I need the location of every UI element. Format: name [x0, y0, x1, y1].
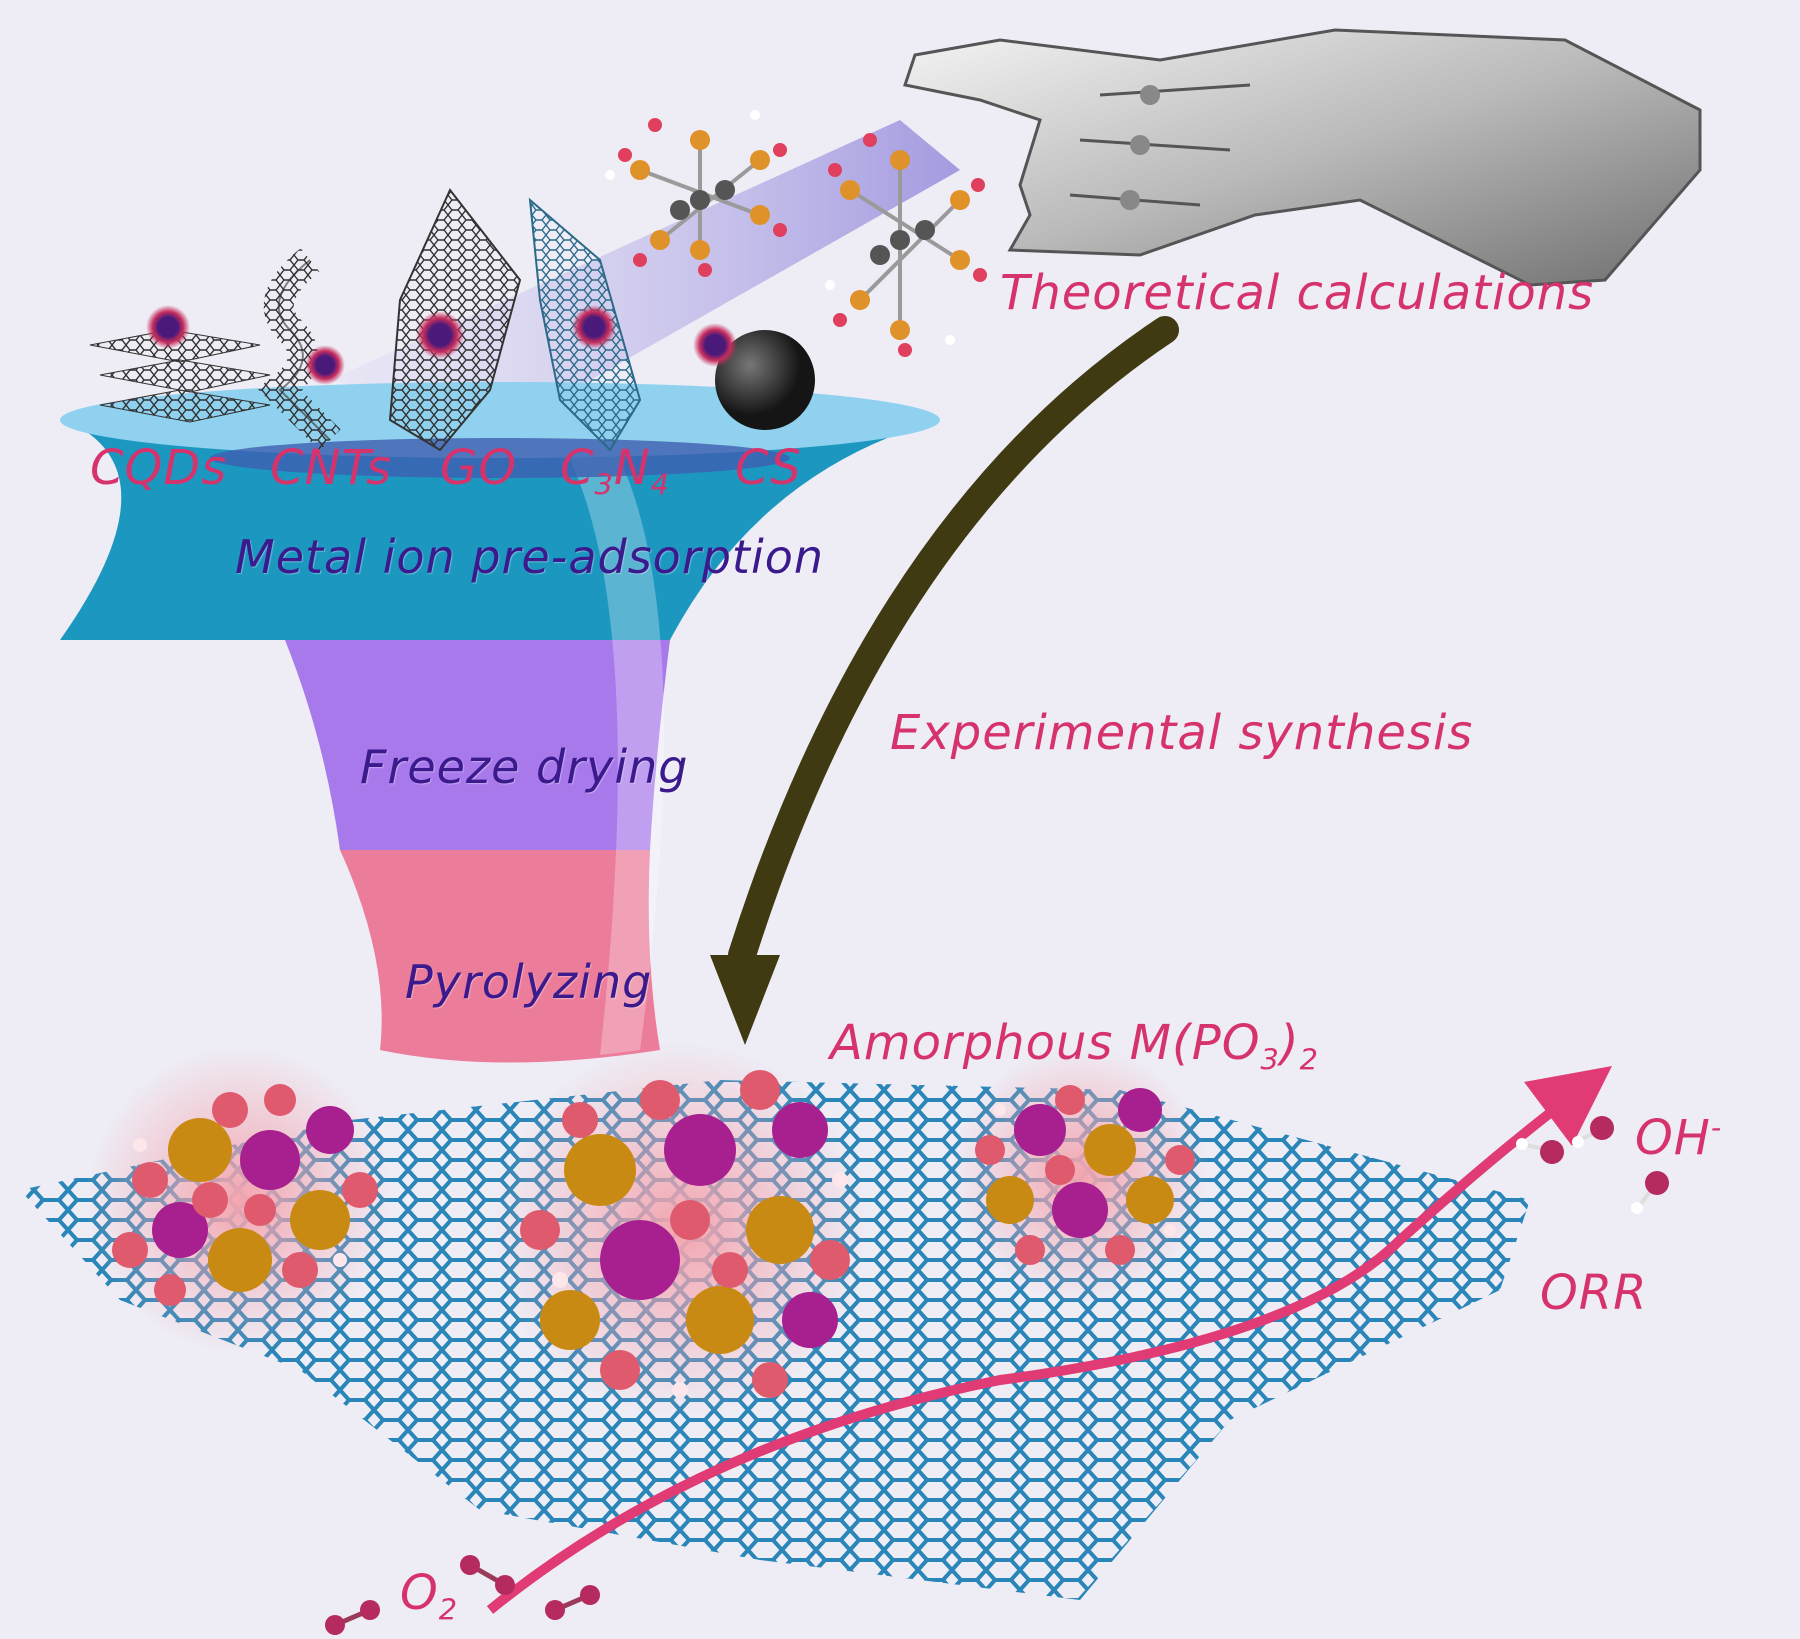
- product-close: ): [1279, 1015, 1300, 1071]
- oh-ion-icons: [1516, 1116, 1669, 1214]
- label-o2: O2: [400, 1565, 458, 1627]
- label-cs: CS: [735, 440, 802, 496]
- step-pyrolyzing: Pyrolyzing: [405, 955, 653, 1009]
- oh-main: OH: [1635, 1110, 1711, 1166]
- mpo3-cluster-right: [950, 1045, 1210, 1305]
- c3n4-sub2: 4: [650, 467, 671, 502]
- label-c3n4: C3N4: [560, 440, 670, 502]
- cs-carbon-sphere-icon: [693, 323, 815, 430]
- product-sub: 3: [1260, 1042, 1280, 1077]
- c3n4-n: N: [613, 440, 651, 496]
- label-oh-ion: OH-: [1635, 1110, 1722, 1166]
- funnel: [60, 382, 940, 1063]
- mpo3-cluster-left: [85, 1045, 395, 1355]
- robot-hand-icon: [903, 28, 1702, 287]
- label-cnts: CNTs: [270, 440, 393, 496]
- o2-sub: 2: [438, 1592, 459, 1627]
- cnts-nanotube-icon: [257, 248, 345, 451]
- mpo3-cluster-center: [490, 1040, 870, 1420]
- label-go: GO: [440, 440, 517, 496]
- product-main: Amorphous M(PO: [830, 1015, 1261, 1071]
- c3n4-sub1: 3: [594, 467, 614, 502]
- label-orr: ORR: [1540, 1265, 1648, 1321]
- label-amorphous-product: Amorphous M(PO3)2: [830, 1015, 1319, 1077]
- synthesis-arrow: [710, 316, 1179, 1045]
- cqds-graphene-stack-icon: [89, 305, 271, 423]
- oh-sup: -: [1710, 1110, 1723, 1144]
- o2-molecule-icons: [325, 1555, 600, 1635]
- step-freeze-drying: Freeze drying: [360, 740, 689, 794]
- step-metal-ion-pre-adsorption: Metal ion pre-adsorption: [235, 530, 825, 584]
- label-theoretical-calculations: Theoretical calculations: [1000, 265, 1595, 321]
- label-experimental-synthesis: Experimental synthesis: [890, 705, 1474, 761]
- orr-pathway-arrow: [486, 1065, 1612, 1614]
- label-cqds: CQDs: [90, 440, 228, 496]
- phytic-acid-molecule-2: [825, 133, 987, 357]
- go-graphene-oxide-icon: [388, 188, 522, 452]
- o2-main: O: [400, 1565, 439, 1621]
- c3n4-c: C: [560, 440, 595, 496]
- phytic-acid-molecule-1: [605, 110, 787, 277]
- c3n4-sheet-icon: [528, 197, 642, 452]
- product-sub2: 2: [1299, 1042, 1319, 1077]
